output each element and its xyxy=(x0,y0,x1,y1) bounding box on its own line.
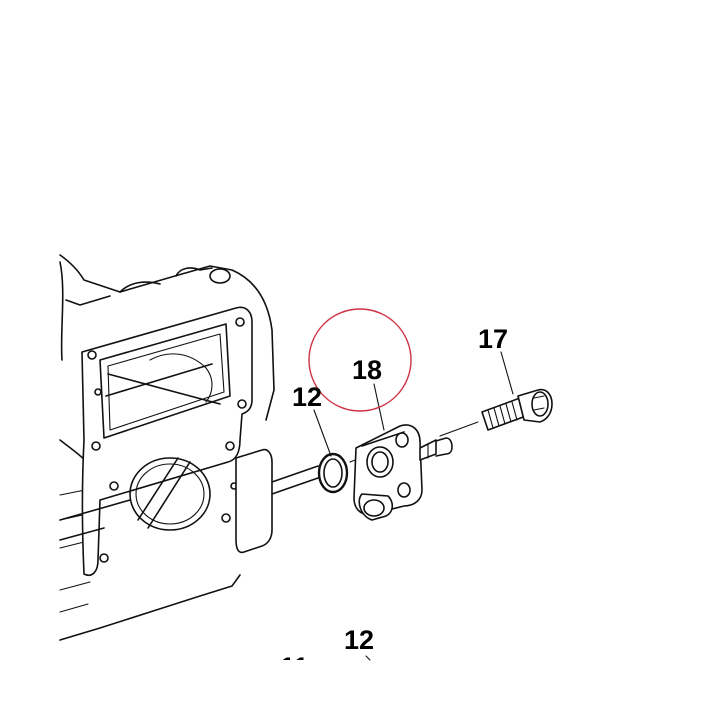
fitting-part-18 xyxy=(353,424,453,521)
bolt-hole xyxy=(99,553,109,563)
engine-housing xyxy=(59,254,275,641)
mounting-pad xyxy=(235,448,273,554)
bolt-hole xyxy=(109,481,119,491)
leader-12 xyxy=(313,409,332,457)
callout-18: 18 xyxy=(352,355,382,385)
leader-17 xyxy=(500,351,514,395)
o-ring-part-12 xyxy=(317,452,349,494)
bolt-hole xyxy=(87,350,97,360)
bolt-part-17 xyxy=(481,388,553,431)
callout-11-partial: 11 xyxy=(280,652,309,682)
callout-12-bottom: 12 xyxy=(344,625,374,655)
highlight-circle xyxy=(308,308,412,412)
bolt-hole xyxy=(91,441,101,451)
plug-cap xyxy=(209,268,231,284)
gasket-flange xyxy=(81,306,253,576)
round-port xyxy=(129,457,211,531)
callout-17: 17 xyxy=(478,324,508,354)
callout-12-oring: 12 xyxy=(292,382,322,412)
bolt-hole xyxy=(235,317,245,327)
bolt-hole xyxy=(225,441,235,451)
bolt-hole xyxy=(237,399,247,409)
bolt-hole xyxy=(94,388,102,396)
bolt-hole xyxy=(221,513,231,523)
